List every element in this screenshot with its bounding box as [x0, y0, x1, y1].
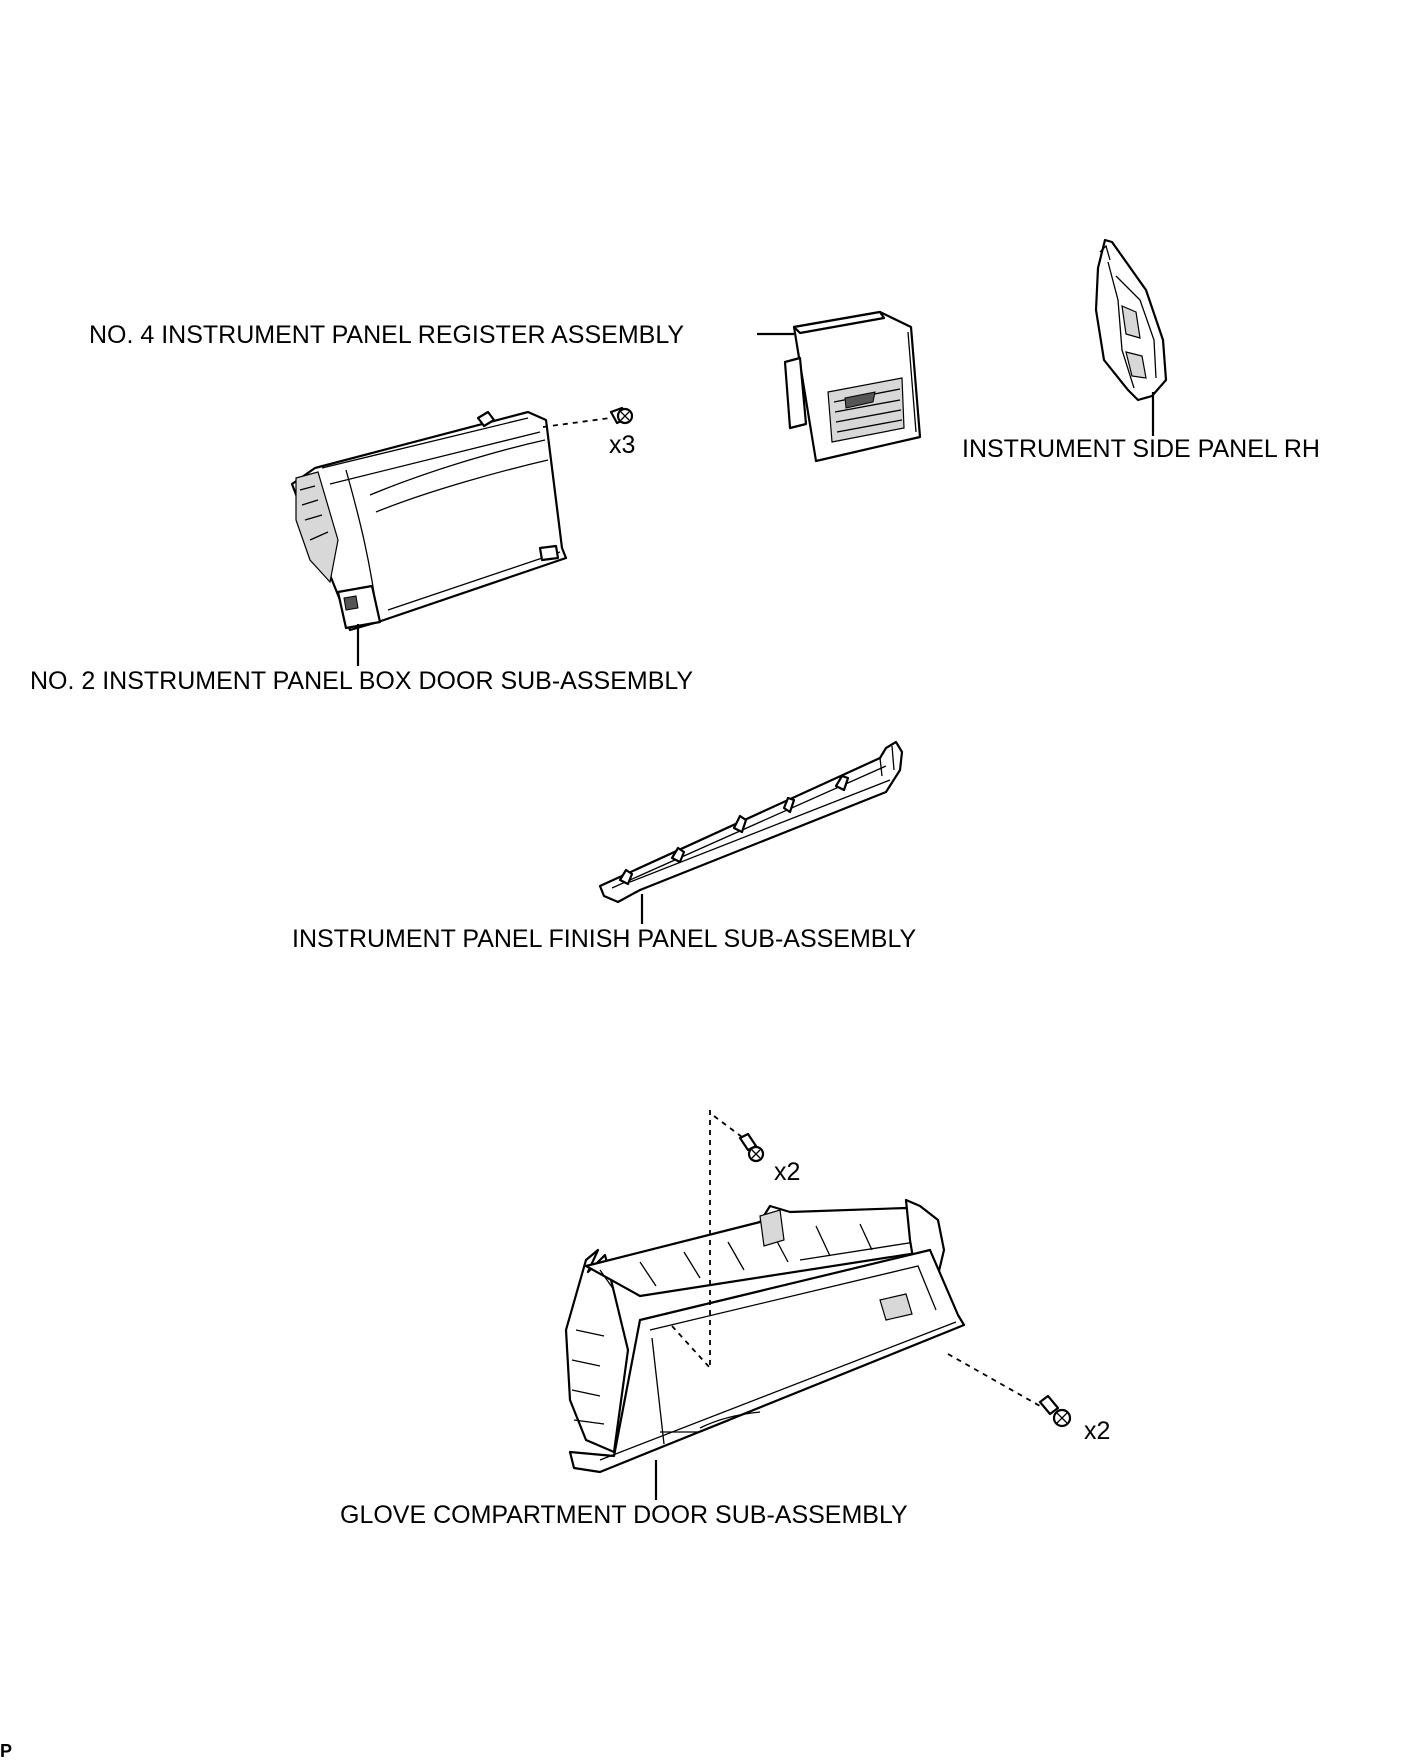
box-door-label: NO. 2 INSTRUMENT PANEL BOX DOOR SUB-ASSE… [30, 667, 693, 695]
finish-panel-label: INSTRUMENT PANEL FINISH PANEL SUB-ASSEMB… [292, 925, 917, 953]
screw-icon [1038, 1394, 1072, 1428]
side-panel-rh-part [1094, 238, 1168, 402]
box-door-part [290, 410, 568, 632]
box-door-screw-count: x3 [609, 431, 635, 459]
glove-top-screw-count: x2 [774, 1158, 800, 1186]
screw-icon [609, 406, 634, 425]
register-assembly-part [783, 310, 922, 463]
corner-mark: P [0, 1741, 12, 1761]
glove-compartment-part [564, 1198, 966, 1474]
glove-side-screw-dashline [947, 1353, 1041, 1407]
glove-side-screw-count: x2 [1084, 1417, 1110, 1445]
box-door-screw-dashline [542, 417, 611, 428]
side-panel-label: INSTRUMENT SIDE PANEL RH [962, 435, 1320, 463]
glove-door-label: GLOVE COMPARTMENT DOOR SUB-ASSEMBLY [340, 1501, 908, 1529]
finish-panel-part [598, 740, 904, 904]
glove-top-screw-dashline [713, 1115, 747, 1141]
screw-icon [738, 1132, 765, 1163]
register-label: NO. 4 INSTRUMENT PANEL REGISTER ASSEMBLY [89, 321, 684, 349]
